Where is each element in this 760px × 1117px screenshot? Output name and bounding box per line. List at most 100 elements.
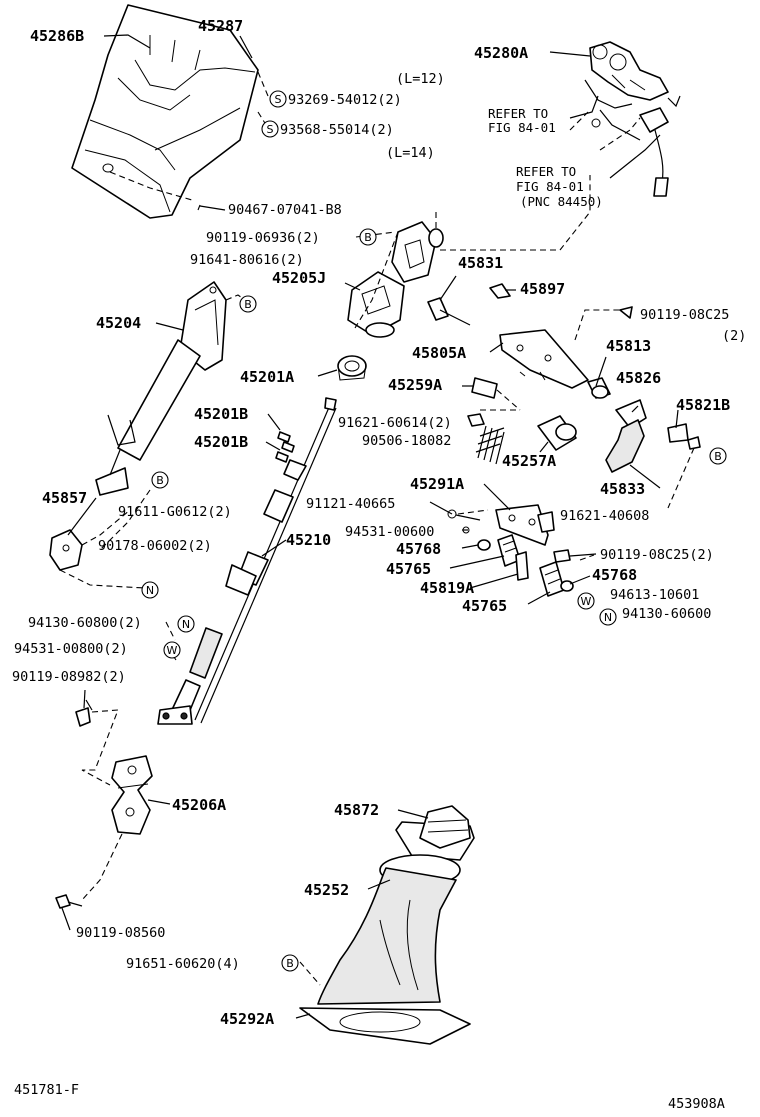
mark-b-3: B [151,471,169,489]
column-cover [71,4,259,219]
ignition-switch [569,41,681,197]
label-90119-08C25-a: 90119-08C25 [640,307,729,323]
mark-n-2: N [177,615,195,633]
label-45210: 45210 [286,531,331,549]
label-refer-1b: FIG 84-01 [488,120,556,135]
mark-w-1: W [163,641,181,659]
label-90119-08C25-b: 90119-08C25(2) [600,547,714,563]
label-45819A: 45819A [420,579,474,597]
steering-shaft [157,397,337,725]
label-45872: 45872 [334,801,379,819]
svg-text:W: W [167,644,178,657]
label-45765-a: 45765 [386,560,431,578]
label-45805A: 45805A [412,344,466,362]
label-45287: 45287 [198,17,243,35]
svg-text:S: S [275,93,282,106]
lock-housing [347,175,591,338]
label-94130-60800: 94130-60800(2) [28,615,142,631]
label-refer-1a: REFER TO [488,106,548,121]
label-93269: 93269-54012(2) [288,92,402,108]
label-45821B: 45821B [676,396,730,414]
label-90506: 90506-18082 [362,433,451,449]
mark-w-2: W [577,592,595,610]
label-l12: (L=12) [396,71,445,87]
svg-text:N: N [604,611,612,624]
label-45897: 45897 [520,280,565,298]
label-45831: 45831 [458,254,503,272]
label-45286B: 45286B [30,27,84,45]
bracket-45857 [49,509,146,589]
mark-s-1: S [269,90,287,108]
svg-text:B: B [286,957,294,970]
pins-45201B [275,431,295,463]
label-45259A: 45259A [388,376,442,394]
label-91611: 91611-G0612(2) [118,504,232,520]
label-refer-2a: REFER TO [516,164,576,179]
mark-n-1: N [141,581,159,599]
label-45280A: 45280A [474,44,528,62]
part-labels: 45286B 45287 45280A (L=12) 93269-54012(2… [12,17,746,1112]
universal-joint-45206A [55,699,153,909]
slides-45765 [477,534,574,597]
label-l14: (L=14) [386,145,435,161]
leader-lines [61,34,679,1019]
spring-90506 [467,413,577,465]
label-45257A: 45257A [502,452,556,470]
label-94531-00600: 94531-00600 [345,524,434,540]
label-45204: 45204 [96,314,141,332]
svg-text:B: B [364,231,372,244]
mark-s-2: S [261,120,279,138]
svg-text:B: B [714,450,722,463]
svg-text:B: B [244,298,252,311]
label-90467: 90467-07041-B8 [228,202,342,218]
column-tube [95,281,246,496]
label-94531-00800: 94531-00800(2) [14,641,128,657]
label-90119-06936: 90119-06936(2) [206,230,320,246]
svg-text:S: S [267,123,274,136]
mark-n-3: N [599,608,617,626]
label-94613: 94613-10601 [610,587,699,603]
label-45206A: 45206A [172,796,226,814]
part-45259A [471,377,521,411]
lever-assembly-45805A [499,306,633,399]
label-45765-b: 45765 [462,597,507,615]
label-45833: 45833 [600,480,645,498]
label-90178: 90178-06002(2) [98,538,212,554]
label-94130-60600: 94130-60600 [622,606,711,622]
label-93568: 93568-55014(2) [280,122,394,138]
label-91121: 91121-40665 [306,496,395,512]
label-45857: 45857 [42,489,87,507]
label-45292A: 45292A [220,1010,274,1028]
footer-left-code: 451781-F [14,1082,79,1098]
label-refer-2c: (PNC 84450) [520,194,603,209]
svg-text:N: N [146,584,154,597]
label-90119-08560: 90119-08560 [76,925,165,941]
label-91651: 91651-60620(4) [126,956,240,972]
label-45813: 45813 [606,337,651,355]
label-45252: 45252 [304,881,349,899]
mark-b-1: B [359,228,377,246]
bracket-45291A [447,504,571,563]
label-45201A: 45201A [240,368,294,386]
label-45768-a: 45768 [396,540,441,558]
svg-text:B: B [156,474,164,487]
label-45826: 45826 [616,369,661,387]
release-lever [605,399,701,473]
mark-b-5: B [281,954,299,972]
label-refer-2b: FIG 84-01 [516,179,584,194]
label-45291A: 45291A [410,475,464,493]
label-qty-2: (2) [722,328,746,344]
mark-b-4: B [709,447,727,465]
mark-b-2: B [239,295,257,313]
label-45201B-2: 45201B [194,433,248,451]
label-45201B-1: 45201B [194,405,248,423]
key-cylinder-45831 [427,283,511,326]
svg-text:N: N [182,618,190,631]
label-45205J: 45205J [272,269,326,287]
svg-text:W: W [581,595,592,608]
footer-right-code: 453908A [668,1096,725,1112]
label-91641: 91641-80616(2) [190,252,304,268]
label-91621-40608: 91621-40608 [560,508,649,524]
